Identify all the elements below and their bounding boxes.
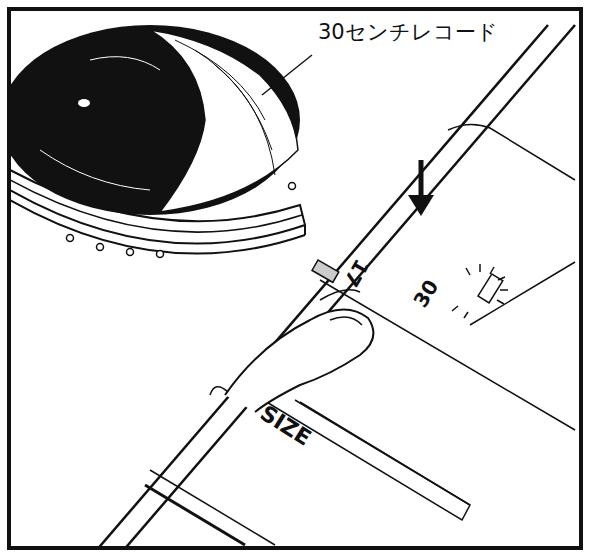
leader-line (262, 55, 312, 95)
cabinet-edge (95, 25, 575, 547)
control-panel (145, 124, 575, 545)
record-disc (10, 25, 300, 215)
press-arrow (408, 160, 434, 216)
finger (210, 290, 373, 412)
part-label: 30センチレコード (318, 22, 498, 43)
